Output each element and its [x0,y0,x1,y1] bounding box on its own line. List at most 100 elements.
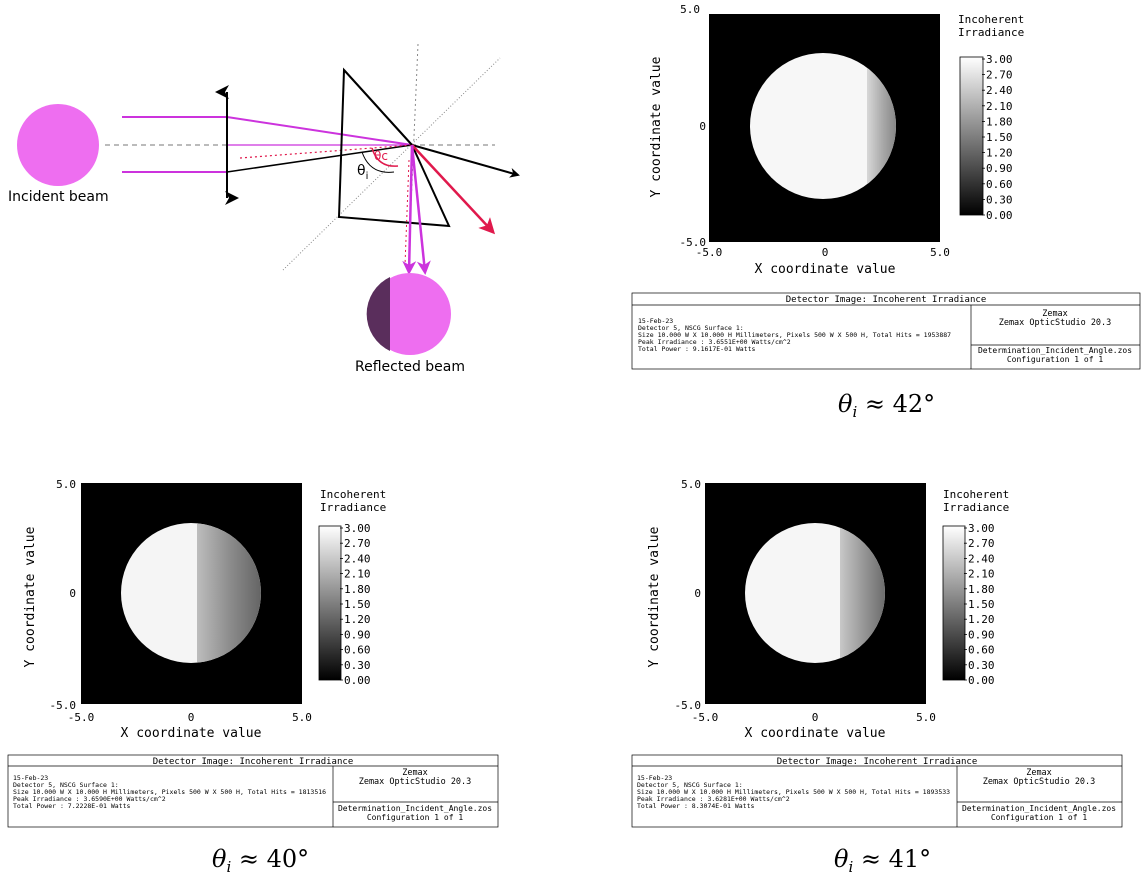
colorbar-tick-label: 0.90 [344,628,371,641]
x-tick-right: 5.0 [292,711,312,724]
info-right-top: Zemax OpticStudio 20.3 [983,777,1096,787]
colorbar-tick-label: 2.40 [344,552,371,565]
x-tick-right: 5.0 [916,711,936,724]
info-line: 15-Feb-23 [13,774,48,782]
y-tick-mid: 0 [694,587,701,600]
reflected-ray-right [410,144,431,275]
legend-title-1: Incoherent [958,13,1024,26]
info-right-bottom: Configuration 1 of 1 [367,813,464,822]
caption-41: θi ≈ 41° [834,845,931,874]
colorbar-tick-label: 2.10 [968,568,995,581]
x-tick-left: -5.0 [68,711,95,724]
refracted-ray-bottom [226,144,413,173]
incident-beam-label: Incident beam [8,189,109,205]
colorbar-tick-label: 0.00 [968,674,995,687]
x-tick-right: 5.0 [930,246,950,259]
y-axis-label: Y coordinate value [23,526,38,667]
colorbar-tick-label: 0.30 [986,193,1013,206]
colorbar-ticks: 3.00 2.70 2.40 2.10 1.80 1.50 1.20 0.90 0.60 0.30… [982,53,1013,222]
colorbar-tick-label: 3.00 [968,522,995,535]
colorbar-tick-label: 2.10 [986,100,1013,113]
colorbar-tick-label: 0.00 [344,674,371,687]
info-title: Detector Image: Incoherent Irradiance [786,295,986,305]
colorbar-tick-label: 1.20 [986,147,1013,160]
colorbar-ticks: 3.002.702.402.101.801.501.200.900.600.30… [340,522,371,687]
reflected-beam-label: Reflected beam [355,359,465,375]
transmitted-ray [411,144,520,178]
info-line: Total Power : 8.3074E-01 Watts [637,802,754,810]
prism-face [343,69,413,146]
colorbar-tick-label: 0.90 [986,162,1013,175]
colorbar-tick-label: 2.70 [986,69,1013,82]
legend-title-2: Irradiance [958,26,1024,39]
info-right-top: Zemax OpticStudio 20.3 [359,777,472,787]
caption-40: θi ≈ 40° [212,845,309,874]
info-right-top: Zemax OpticStudio 20.3 [999,318,1112,328]
info-right-bottom: Determination_Incident_Angle.zos [338,804,492,813]
theta-c-label: θc [374,149,388,163]
caption-42: θi ≈ 42° [838,390,935,421]
info-line: 15-Feb-23 [638,317,673,325]
x-axis-label: X coordinate value [745,726,886,741]
info-line: Size 10.000 W X 10.000 H Millimeters, Pi… [638,331,951,339]
info-right-top: Zemax [402,768,428,778]
legend-title-2: Irradiance [320,501,386,514]
y-tick-top: 5.0 [680,3,700,16]
y-axis-label: Y coordinate value [649,56,664,197]
colorbar-tick-label: 3.00 [986,53,1013,66]
y-tick-top: 5.0 [681,478,701,491]
colorbar-tick-label: 2.70 [344,537,371,550]
x-tick-mid: 0 [822,246,829,259]
info-right-bottom: Configuration 1 of 1 [1007,355,1104,364]
panel-41: 5.0 0 -5.0 Y coordinate value -5.0 0 5.0… [647,478,1009,741]
colorbar-tick-label: 1.20 [344,613,371,626]
info-line: Peak Irradiance : 3.6551E+00 Watts/cm^2 [638,338,791,346]
info-line: Detector 5, NSCG Surface 1: [637,781,743,789]
colorbar-tick-label: 0.30 [968,659,995,672]
colorbar-tick-label: 0.00 [986,209,1013,222]
y-tick-bottom: -5.0 [675,699,702,712]
irradiance-spot [750,53,896,199]
info-line: Peak Irradiance : 3.6590E+00 Watts/cm^2 [13,795,166,803]
incident-beam-spot [17,104,99,186]
legend-title-1: Incoherent [320,488,386,501]
colorbar-tick-label: 3.00 [344,522,371,535]
refracted-ray-top [226,116,413,146]
info-right-bottom: Determination_Incident_Angle.zos [962,804,1116,813]
info-title: Detector Image: Incoherent Irradiance [153,757,353,767]
x-tick-left: -5.0 [696,246,723,259]
colorbar-tick-label: 1.50 [986,131,1013,144]
colorbar-tick-label: 1.80 [968,583,995,596]
theta-i-arc [361,151,395,173]
info-line: 15-Feb-23 [637,774,672,782]
colorbar-tick-label: 0.60 [344,644,371,657]
x-tick-mid: 0 [812,711,819,724]
colorbar [318,525,342,681]
legend-title-1: Incoherent [943,488,1009,501]
colorbar-tick-label: 2.40 [986,84,1013,97]
x-axis-label: X coordinate value [121,726,262,741]
theta-i-label: θi [357,163,368,182]
y-tick-mid: 0 [69,587,76,600]
colorbar-tick-label: 1.50 [344,598,371,611]
colorbar-tick-label: 1.20 [968,613,995,626]
diagonal-guide [282,57,501,271]
info-line: Peak Irradiance : 3.6281E+00 Watts/cm^2 [637,795,790,803]
critical-ray-dotted [239,144,413,159]
y-tick-mid: 0 [699,120,706,133]
colorbar [959,56,984,216]
colorbar-ticks: 3.002.702.402.101.801.501.200.900.600.30… [964,522,995,687]
info-right-bottom: Determination_Incident_Angle.zos [978,346,1132,355]
y-tick-top: 5.0 [56,478,76,491]
info-line: Total Power : 7.2228E-01 Watts [13,802,130,810]
panel-42: 5.0 0 -5.0 Y coordinate value -5.0 0 5.0… [649,3,1024,277]
x-tick-mid: 0 [188,711,195,724]
info-line: Size 10.000 W X 10.000 H Millimeters, Pi… [637,788,950,796]
critical-ray [411,144,496,235]
colorbar-tick-label: 1.80 [986,115,1013,128]
colorbar-tick-label: 0.60 [986,178,1013,191]
legend-title-2: Irradiance [943,501,1009,514]
colorbar [942,525,966,681]
info-box-41: Detector Image: Incoherent Irradiance 15… [631,754,1123,828]
